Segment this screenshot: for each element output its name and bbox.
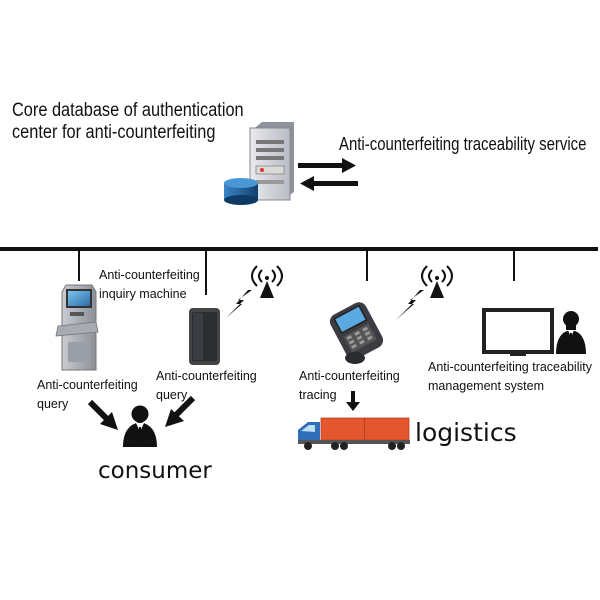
arrow-kiosk-to-consumer [87,399,118,430]
wireless-signal-icon-2 [396,265,453,320]
phone-query-label-line1: Anti-counterfeiting [156,369,257,383]
core-database-title-line1: Core database of authentication [12,100,244,121]
database-icon [224,178,258,205]
inquiry-machine-label: Anti-counterfeiting inquiry machine [99,266,200,304]
consumer-label: consumer [98,458,212,484]
tracing-label-line1: Anti-counterfeiting [299,369,400,383]
phone-query-label: Anti-counterfeiting query [156,367,257,405]
drop-line-scanner [366,251,368,281]
core-database-title-line2: center for anti-counterfeiting [12,122,216,143]
logistics-label: logistics [415,418,517,447]
drop-line-monitor [513,251,515,281]
core-database-title: Core database of authentication center f… [12,100,244,144]
arrow-phone-to-consumer [165,395,196,427]
kiosk-query-label: Anti-counterfeiting query [37,376,138,414]
inquiry-machine-label-line2: inquiry machine [99,287,187,301]
wireless-signal-icon [226,265,283,318]
smartphone-icon [189,308,220,365]
management-system-label: Anti-counterfeiting traceability managem… [428,358,592,396]
kiosk-query-label-line1: Anti-counterfeiting [37,378,138,392]
management-system-label-line2: management system [428,379,545,393]
person-icon [123,405,157,447]
bidirectional-arrows-icon [298,158,358,191]
inquiry-machine-label-line1: Anti-counterfeiting [99,268,200,282]
service-label: Anti-counterfeiting traceability service [339,134,587,154]
arrow-tracing-to-logistics [346,391,360,411]
monitor-icon [482,308,554,356]
kiosk-query-label-line2: query [37,397,69,411]
truck-icon [298,417,410,450]
phone-query-label-line2: query [156,388,188,402]
manager-person-icon [556,311,586,354]
handheld-scanner-icon [329,302,384,364]
tracing-label: Anti-counterfeiting tracing [299,367,400,405]
drop-line-kiosk [78,251,80,281]
network-bus [0,247,598,295]
kiosk-icon [55,284,99,371]
tracing-label-line2: tracing [299,388,337,402]
management-system-label-line1: Anti-counterfeiting traceability [428,360,592,374]
drop-line-phone [205,251,207,295]
